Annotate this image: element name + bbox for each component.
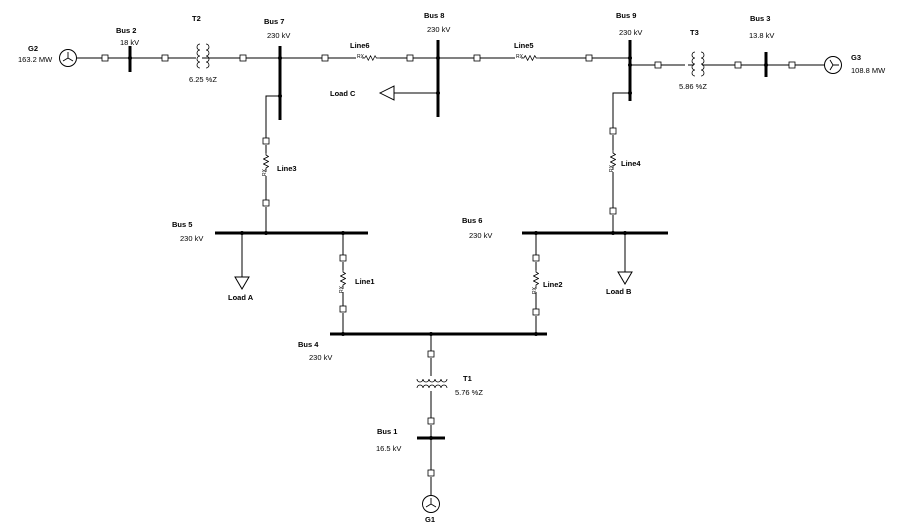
junction-dot [128,56,132,60]
t2-name: T2 [192,14,201,23]
breaker[interactable] [339,254,347,262]
line3-label: Line3 [277,164,297,173]
breaker[interactable] [262,137,270,145]
bus1-voltage: 16.5 kV [376,444,401,453]
load-a[interactable] [234,233,250,290]
top-wires [77,57,825,66]
breaker[interactable] [239,54,247,62]
t1-impedance: 5.76 %Z [455,388,483,397]
bus2-voltage: 18 kV [120,38,139,47]
t3-name: T3 [690,28,699,37]
breaker[interactable] [585,54,593,62]
bus8-name: Bus 8 [424,11,444,20]
breaker[interactable] [262,199,270,207]
load-b[interactable] [617,233,633,285]
junction-dot [278,56,282,60]
line1-impedance[interactable]: RX [339,268,346,293]
transformer-t2[interactable] [196,43,210,69]
breaker[interactable] [321,54,329,62]
svg-text:RX: RX [516,54,524,60]
breaker[interactable] [339,305,347,313]
breaker[interactable] [532,308,540,316]
breaker[interactable] [532,254,540,262]
breaker[interactable] [161,54,169,62]
transformer-t1[interactable] [416,378,448,389]
bus8-voltage: 230 kV [427,25,450,34]
junction-dot [764,63,768,67]
g2-power: 163.2 MW [18,55,53,64]
svg-text:RX: RX [262,168,268,176]
svg-text:RX: RX [532,286,538,294]
bus7-voltage: 230 kV [267,31,290,40]
breaker[interactable] [609,127,617,135]
svg-text:RX: RX [339,285,345,293]
svg-text:RX: RX [609,164,615,172]
bus3-name: Bus 3 [750,14,770,23]
junction-dot [628,63,632,67]
breaker[interactable] [609,207,617,215]
line2-label: Line2 [543,280,563,289]
g3-name: G3 [851,53,861,62]
line1-label: Line1 [355,277,375,286]
load-b-label: Load B [606,287,632,296]
bus1-name: Bus 1 [377,427,397,436]
line3-branch [265,95,280,233]
breaker[interactable] [427,469,435,477]
g3-power: 108.8 MW [851,66,886,75]
breaker[interactable] [734,61,742,69]
bus7-name: Bus 7 [264,17,284,26]
junction-dot [341,332,345,336]
bus5-voltage: 230 kV [180,234,203,243]
bus9-voltage: 230 kV [619,28,642,37]
breaker[interactable] [473,54,481,62]
bus4-name: Bus 4 [298,340,319,349]
load-c-label: Load C [330,89,356,98]
breaker[interactable] [654,61,662,69]
line6-label: Line6 [350,41,370,50]
t3-impedance: 5.86 %Z [679,82,707,91]
line4-label: Line4 [621,159,641,168]
transformer-t3[interactable] [688,51,712,77]
generator-g2[interactable] [59,49,77,67]
junction-dot [534,332,538,336]
junction-dot [628,56,632,60]
load-a-label: Load A [228,293,254,302]
t2-impedance: 6.25 %Z [189,75,217,84]
breaker[interactable] [427,350,435,358]
bus6-voltage: 230 kV [469,231,492,240]
junction-dot [611,231,615,235]
bus2-name: Bus 2 [116,26,136,35]
bus3-voltage: 13.8 kV [749,31,774,40]
generator-g3[interactable] [824,56,842,74]
breaker[interactable] [788,61,796,69]
bus9-name: Bus 9 [616,11,636,20]
junction-dot [429,436,433,440]
bus5-name: Bus 5 [172,220,192,229]
breaker[interactable] [101,54,109,62]
bus6-name: Bus 6 [462,216,482,225]
svg-text:RX: RX [357,54,365,60]
line5-impedance[interactable]: RX [516,54,540,61]
load-c[interactable] [378,85,438,101]
line6-impedance[interactable]: RX [357,54,380,61]
t1-name: T1 [463,374,472,383]
generator-g1[interactable] [422,495,440,513]
g1-name: G1 [425,515,435,524]
line3-impedance[interactable]: RX [262,151,269,176]
line4-impedance[interactable]: RX [609,149,616,172]
junction-dot [264,231,268,235]
g2-name: G2 [28,44,38,53]
junction-dot [436,56,440,60]
bus4-voltage: 230 kV [309,353,332,362]
line2-impedance[interactable]: RX [532,268,539,294]
breaker[interactable] [427,417,435,425]
line5-label: Line5 [514,41,534,50]
breaker[interactable] [406,54,414,62]
line4-branch [612,92,630,233]
